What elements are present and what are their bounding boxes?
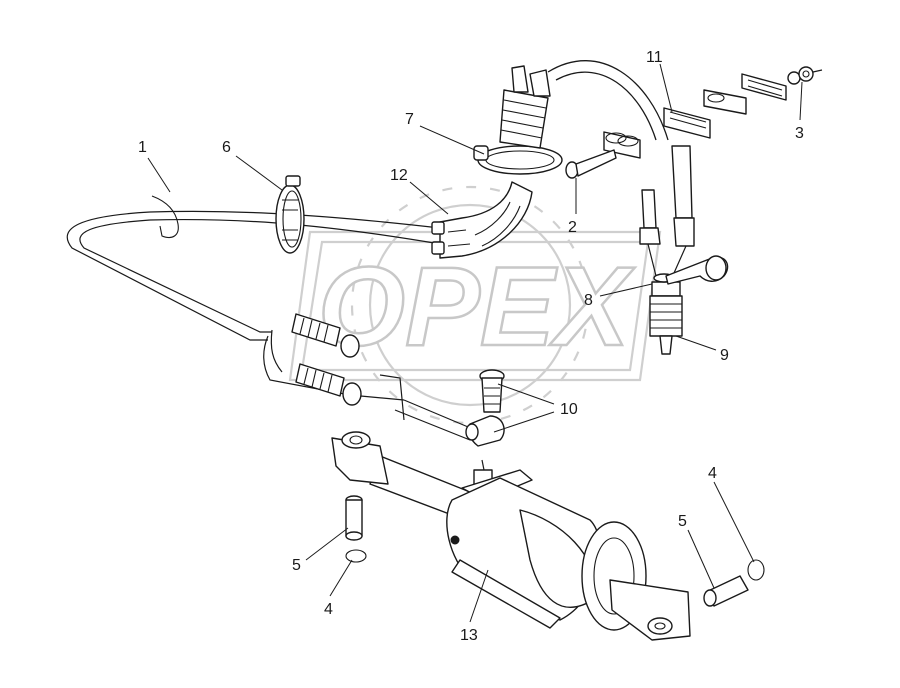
callout-5-left: 5 [292,557,301,574]
callout-9: 9 [720,347,729,364]
pin-5-left [345,495,363,541]
hose-clamp-7 [473,145,563,175]
upper-hose [499,60,669,149]
opex-watermark: OPEX [288,185,662,425]
callout-6: 6 [222,139,231,156]
pin-5-right [703,575,749,607]
callout-2: 2 [568,219,577,236]
pipe-clamps-11 [603,73,787,159]
callout-1: 1 [138,139,147,156]
banjo-fitting-10 [465,369,505,447]
nut-washer-3 [787,66,823,85]
hydraulic-cylinder-13 [331,431,691,641]
elbow-hose-12 [431,181,533,259]
callout-13: 13 [460,627,478,644]
callout-10: 10 [560,401,578,418]
callout-labels: 1 6 7 12 11 3 2 8 9 10 4 5 5 4 13 [138,49,804,644]
cap-8 [665,255,729,285]
u-bracket-1 [151,195,179,239]
hose-clamp-6 [275,175,305,254]
clip-4-right [747,559,765,581]
hydraulic-lines [66,210,481,441]
callout-12: 12 [390,167,408,184]
clip-4-left [345,549,367,563]
callout-4-right: 4 [708,465,717,482]
callout-3: 3 [795,125,804,142]
callout-7: 7 [405,111,414,128]
right-fittings [639,145,695,283]
watermark-text: OPEX [318,244,636,369]
bolt-2 [565,149,617,179]
callout-8: 8 [584,292,593,309]
line-fittings [291,313,362,406]
callout-4-left: 4 [324,601,333,618]
valve-9 [649,273,683,355]
leader-lines [147,63,803,623]
callout-11: 11 [646,49,663,66]
callout-5-right: 5 [678,513,687,530]
